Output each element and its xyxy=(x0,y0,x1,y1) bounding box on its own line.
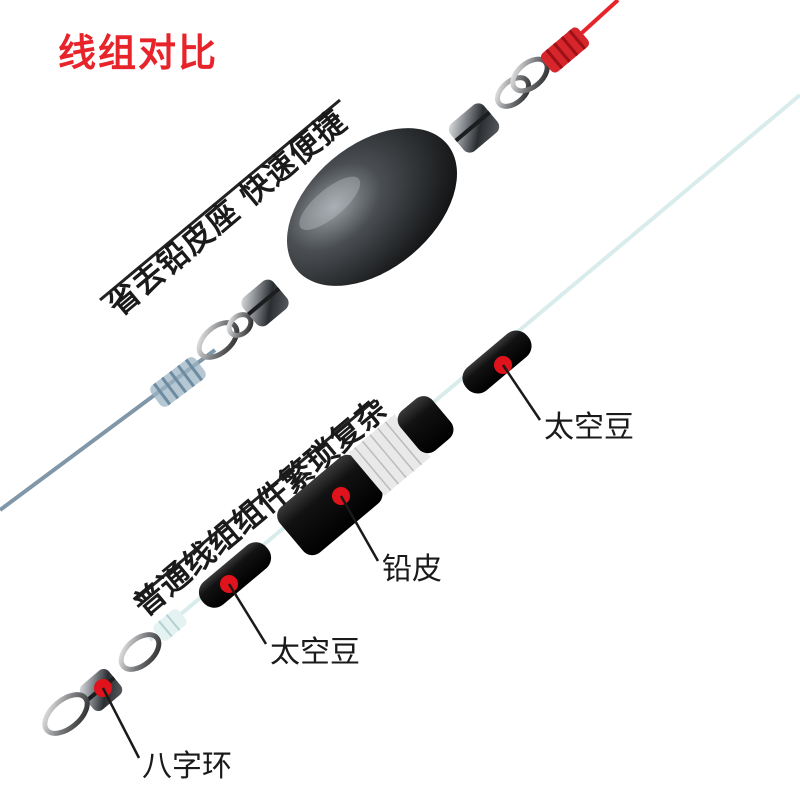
blue-knot xyxy=(150,357,206,407)
label-underline-top xyxy=(99,98,341,302)
swivel-ring-bottom xyxy=(42,692,90,736)
pale-knot xyxy=(153,609,187,641)
swivel-ring-top xyxy=(118,632,162,672)
callout-space-bean-upper: 太空豆 xyxy=(544,410,634,445)
lead-sinker-assembly xyxy=(277,396,454,556)
space-bean-lower xyxy=(198,542,272,608)
callout-lead-sinker: 铅皮 xyxy=(382,552,442,587)
leader-bean-upper xyxy=(501,364,542,421)
swivel-barrel-upper xyxy=(448,103,500,153)
swivel-eye-lower xyxy=(196,320,240,360)
leader-bean-lower xyxy=(227,583,268,645)
bullet-sinker xyxy=(287,128,457,286)
swivel-barrel-lower xyxy=(241,279,289,327)
label-underline-bottom xyxy=(134,398,376,602)
red-knot xyxy=(540,27,590,73)
title: 线组对比 xyxy=(58,31,219,75)
callout-swivel: 八字环 xyxy=(142,749,232,784)
leader-swivel xyxy=(101,687,141,759)
leader-sinker xyxy=(339,495,380,562)
callout-space-bean-lower: 太空豆 xyxy=(270,635,360,670)
swivel-eye-upper xyxy=(495,75,531,109)
